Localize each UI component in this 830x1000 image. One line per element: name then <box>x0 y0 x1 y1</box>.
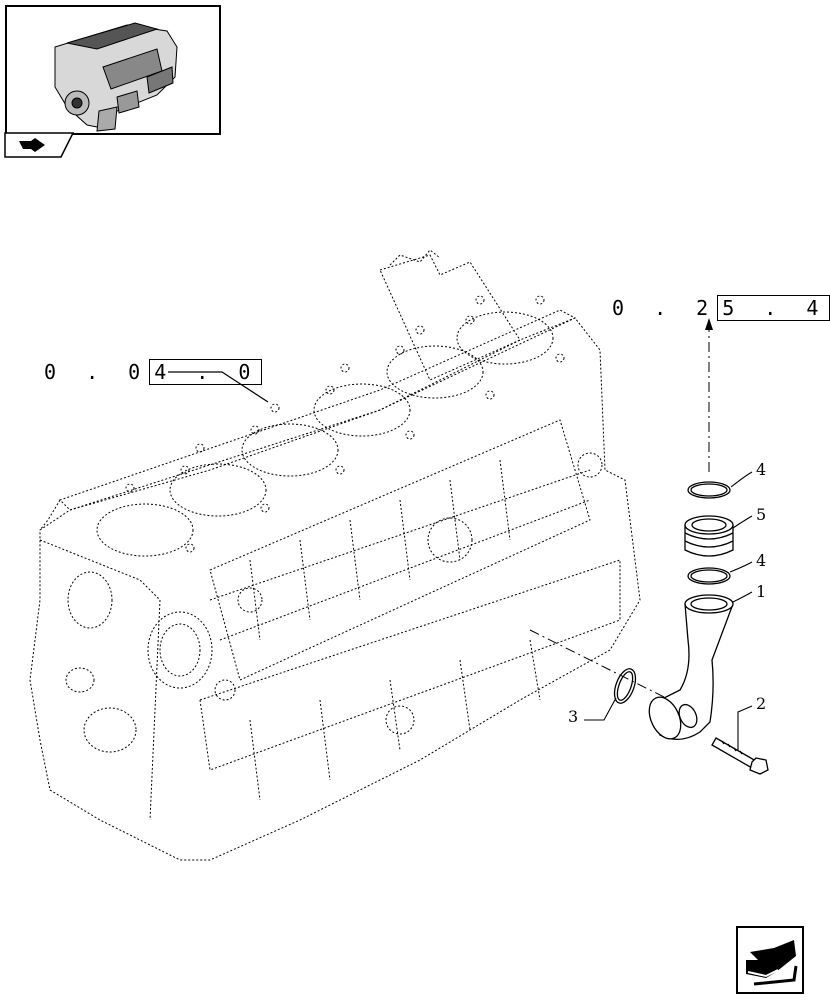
bolt <box>711 737 769 775</box>
o-ring-mid <box>687 567 731 585</box>
next-page-arrow-icon <box>736 926 804 994</box>
callout-4-top: 4 <box>756 460 767 479</box>
engine-thumbnail <box>5 5 221 135</box>
engine-thumbnail-icon <box>54 22 178 132</box>
next-page-button[interactable] <box>736 926 804 994</box>
o-ring-top <box>687 481 731 499</box>
block-reference-prefix: 0 . 0 <box>44 360 150 384</box>
callout-5: 5 <box>756 505 767 524</box>
callout-2: 2 <box>756 694 767 713</box>
callout-4-mid: 4 <box>756 551 767 570</box>
elbow-pipe <box>648 594 734 740</box>
section-tab[interactable] <box>4 132 75 159</box>
callout-1: 1 <box>756 582 767 601</box>
cooler-reference-prefix: 0 . 2 <box>612 296 718 320</box>
cooler-reference-boxed: 5 . 4 <box>717 295 830 321</box>
sleeve <box>684 515 734 557</box>
engine-block-drawing <box>29 249 769 861</box>
block-reference-boxed: 4 . 0 <box>149 359 263 385</box>
o-ring-block <box>613 668 637 704</box>
callout-3: 3 <box>568 707 579 726</box>
section-arrow-icon <box>4 132 75 158</box>
